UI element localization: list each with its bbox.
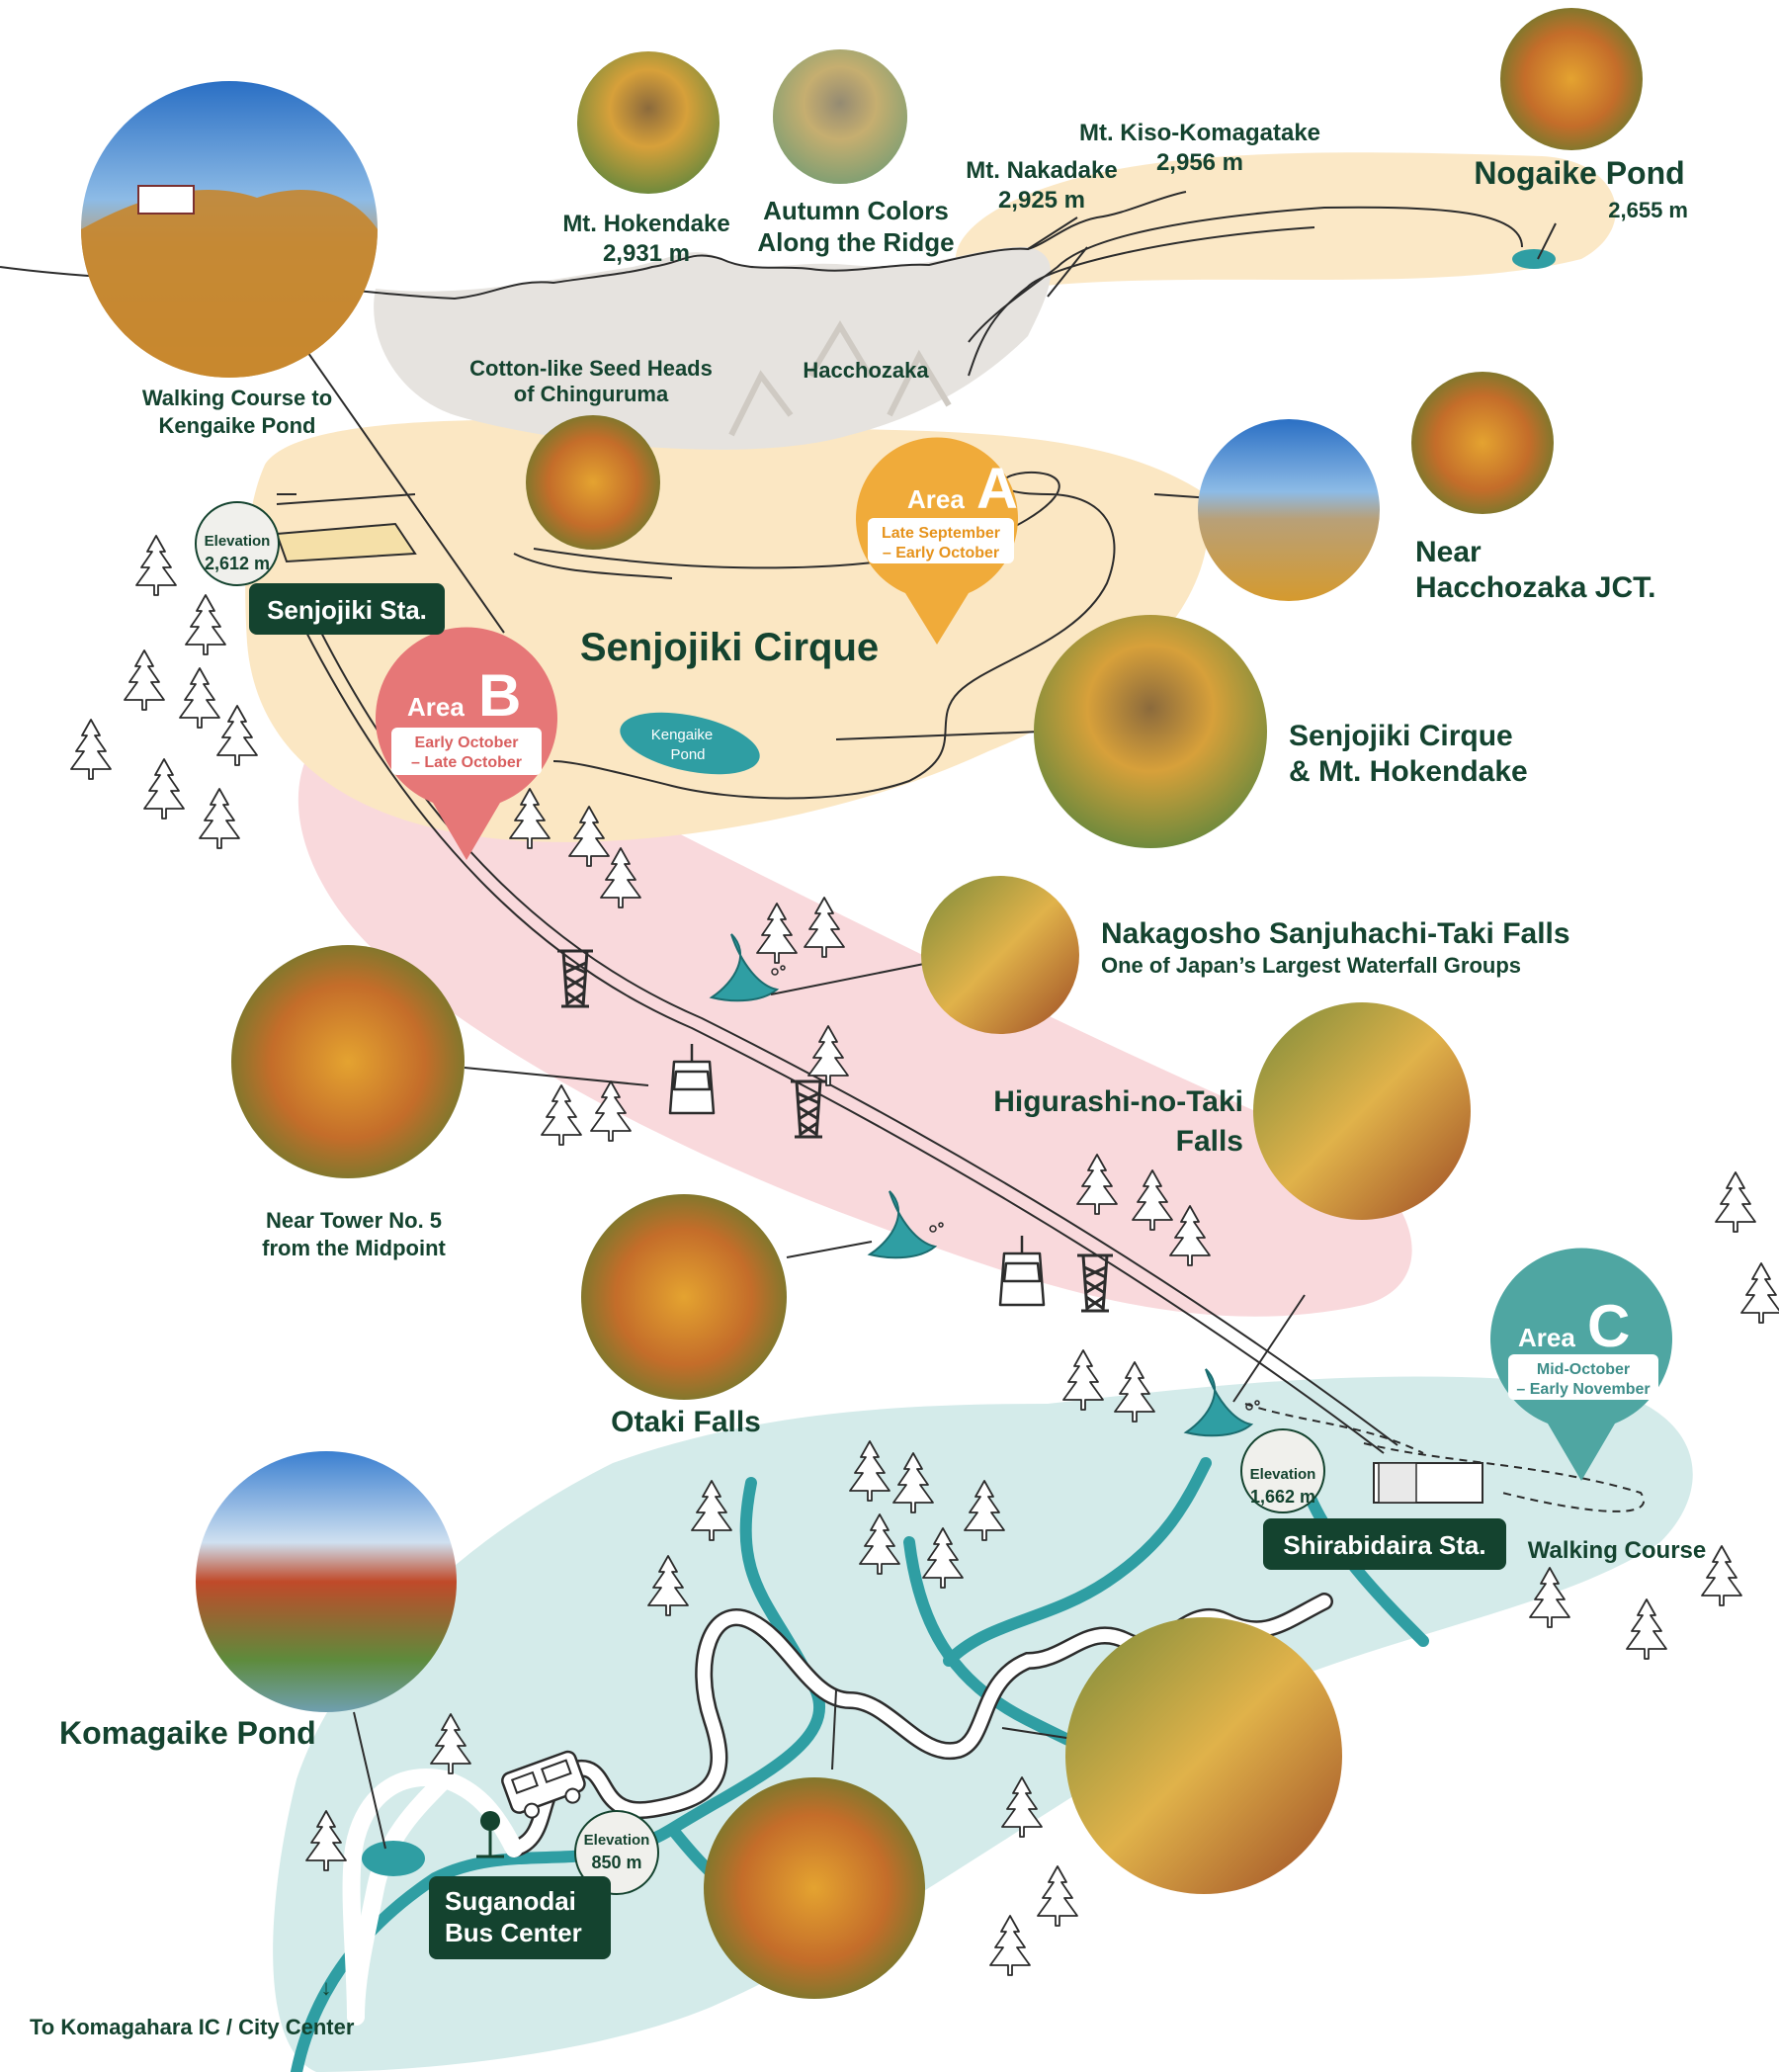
tower5-1: Near Tower No. 5 xyxy=(266,1208,442,1233)
kengaike-1: Kengaike xyxy=(651,727,714,743)
photo-river-valley xyxy=(1065,1617,1342,1894)
walking-kengaike-2: Kengaike Pond xyxy=(159,413,316,438)
area-b-word: Area xyxy=(407,692,465,722)
area-a-zone xyxy=(955,152,1616,290)
autumn-ridge-2: Along the Ridge xyxy=(757,227,954,257)
photo-cirque-hokendake xyxy=(1034,615,1267,848)
photo-otaki xyxy=(581,1194,787,1400)
nakagosho-sub: One of Japan’s Largest Waterfall Groups xyxy=(1101,953,1521,978)
higurashi-1: Higurashi-no-Taki xyxy=(993,1085,1243,1118)
mountain-ridge xyxy=(0,191,1187,450)
shirabidaira-station-badge: Elevation 1,662 m Shirabidaira Sta. xyxy=(1240,1428,1506,1570)
area-a-word: Area xyxy=(907,484,965,514)
kengaike-2: Pond xyxy=(670,746,705,763)
kiso-name: Mt. Kiso-Komagatake xyxy=(1079,120,1320,146)
senjojiki-station-badge: Elevation 2,612 m Senjojiki Sta. xyxy=(195,501,445,635)
photo-near-jct-1 xyxy=(1198,419,1380,601)
kengaike-pond-marker xyxy=(620,712,760,775)
walking-kengaike-1: Walking Course to xyxy=(142,386,332,410)
komagaike-label: Komagaike Pond xyxy=(59,1715,316,1751)
photo-hokendake xyxy=(577,51,720,194)
higurashi-2: Falls xyxy=(1176,1125,1243,1158)
cirque-hoken-1: Senjojiki Cirque xyxy=(1289,720,1513,752)
suganodai-name-2: Bus Center xyxy=(445,1918,582,1947)
nakagosho-label: Nakagosho Sanjuhachi-Taki Falls xyxy=(1101,917,1570,950)
photo-komagaike xyxy=(196,1451,457,1712)
suganodai-elev: 850 m xyxy=(591,1853,641,1872)
area-b-pin: Area B Early October – Late October xyxy=(376,627,558,860)
senjojiki-station-name: Senjojiki Sta. xyxy=(267,595,427,625)
bus-stop-icon xyxy=(476,1811,504,1858)
arrow-down-icon: ↓ xyxy=(321,1975,332,2000)
shirabidaira-elev: 1,662 m xyxy=(1250,1487,1315,1507)
photo-road-forest xyxy=(704,1777,925,1999)
nogaike-pond-marker xyxy=(1512,249,1556,269)
senjojiki-elev-word: Elevation xyxy=(205,533,271,550)
photo-tower5 xyxy=(231,945,465,1178)
area-b-period-1: Early October xyxy=(415,734,519,751)
area-c-word: Area xyxy=(1518,1323,1575,1352)
area-c-letter: C xyxy=(1587,1293,1630,1359)
shirabidaira-station-building xyxy=(1373,1462,1483,1504)
hokendake-name: Mt. Hokendake xyxy=(562,211,729,237)
hokendake-elev: 2,931 m xyxy=(603,240,690,267)
tower5-2: from the Midpoint xyxy=(262,1236,446,1260)
leader-lines xyxy=(296,222,1557,1850)
shirabidaira-elev-word: Elevation xyxy=(1250,1466,1316,1483)
senjojiki-elev: 2,612 m xyxy=(205,554,270,573)
photo-autumn-ridge xyxy=(773,49,907,184)
area-c-period-2: – Early November xyxy=(1516,1381,1650,1398)
to-ic-label: To Komagahara IC / City Center xyxy=(30,2015,355,2039)
photo-higurashi xyxy=(1253,1002,1471,1220)
map-labels: Mt. Hokendake 2,931 m Autumn Colors Alon… xyxy=(30,120,1706,2039)
cirque-hoken-2: & Mt. Hokendake xyxy=(1289,755,1528,788)
nakadake-name: Mt. Nakadake xyxy=(966,157,1117,184)
area-b-letter: B xyxy=(478,662,521,729)
suganodai-elev-word: Elevation xyxy=(584,1832,650,1849)
city-road xyxy=(342,1769,523,2026)
photo-walking-kengaike xyxy=(81,81,378,378)
area-c-period-1: Mid-October xyxy=(1537,1361,1630,1378)
photo-chinguruma xyxy=(526,415,660,550)
area-a-letter: A xyxy=(976,457,1018,521)
area-c-pin: Area C Mid-October – Early November xyxy=(1489,1248,1673,1481)
senjojiki-station-building xyxy=(275,493,417,563)
cirque-title: Senjojiki Cirque xyxy=(580,626,879,669)
otaki-label: Otaki Falls xyxy=(611,1406,761,1438)
area-b-zone xyxy=(297,715,1412,1317)
photo-nogaike xyxy=(1500,8,1643,150)
area-a-period-1: Late September xyxy=(882,525,1000,542)
shirabidaira-station-name: Shirabidaira Sta. xyxy=(1283,1530,1485,1560)
suganodai-badge: Elevation 850 m Suganodai Bus Center xyxy=(429,1810,659,1959)
suganodai-name-1: Suganodai xyxy=(445,1886,576,1916)
photo-nakagosho xyxy=(921,876,1079,1034)
chinguruma-2: of Chinguruma xyxy=(514,382,669,406)
chinguruma-1: Cotton-like Seed Heads xyxy=(469,356,713,381)
autumn-ridge-1: Autumn Colors xyxy=(763,196,949,225)
area-a-pin: Area A Late September – Early October xyxy=(855,437,1018,645)
nogaike-name: Nogaike Pond xyxy=(1474,155,1684,191)
walking-course-label: Walking Course xyxy=(1528,1537,1706,1564)
nogaike-elev: 2,655 m xyxy=(1608,198,1688,222)
area-b-period-2: – Late October xyxy=(411,754,522,771)
ropeway-line xyxy=(296,612,1645,1512)
hacchozaka-label: Hacchozaka xyxy=(803,358,929,383)
komagaike-pond-marker xyxy=(362,1841,425,1876)
near-jct-2: Hacchozaka JCT. xyxy=(1415,571,1655,604)
photo-near-jct-2 xyxy=(1411,372,1554,514)
kiso-elev: 2,956 m xyxy=(1156,149,1243,176)
bus-icon xyxy=(501,1750,586,1819)
nakadake-elev: 2,925 m xyxy=(998,187,1085,214)
area-a-period-2: – Early October xyxy=(883,545,999,561)
near-jct-1: Near xyxy=(1415,536,1482,568)
